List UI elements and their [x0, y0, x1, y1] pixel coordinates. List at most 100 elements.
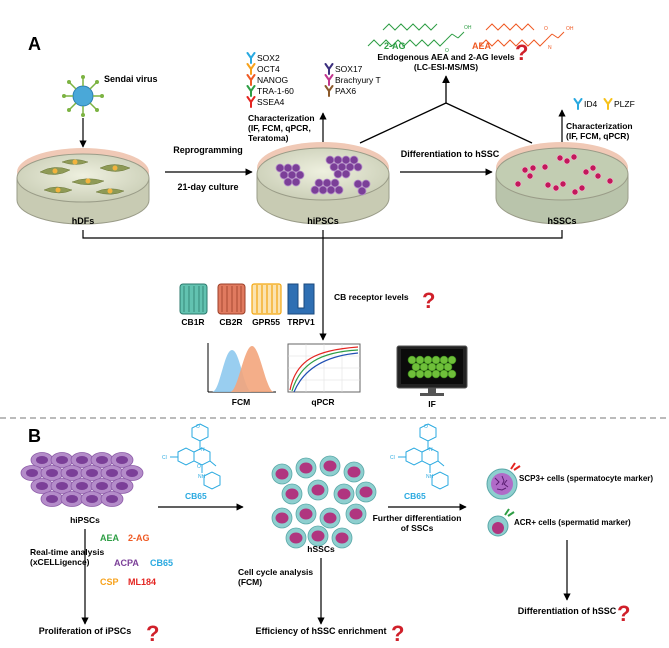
compound-ml184: ML184: [128, 577, 156, 587]
svg-text:N: N: [548, 45, 552, 51]
pluripotency-marker-label: SOX2: [257, 53, 280, 63]
svg-text:O: O: [196, 424, 200, 430]
2-ag-structure: O OH: [367, 23, 472, 54]
ssc-cell: [345, 503, 367, 525]
hipsc-colony: [20, 452, 144, 507]
pluripotency-marker-label: SSEA4: [257, 97, 285, 107]
cb2r-icon: [217, 283, 246, 315]
svg-text:O: O: [544, 26, 548, 32]
ssc-marker-label: ID4: [584, 99, 598, 109]
pluripotency-marker-label: TRA-1-60: [257, 86, 294, 96]
qpcr-label: qPCR: [311, 397, 334, 407]
question-mark-proliferation: ?: [146, 621, 159, 646]
ssc-cell: [281, 483, 303, 505]
pluripotency-antibody-icon: [246, 63, 256, 75]
cb1r-label: CB1R: [181, 317, 204, 327]
ssc-antibody-icon: [573, 98, 583, 110]
compound-acpa: ACPA: [114, 558, 139, 568]
ssc-characterization-line-1: Characterization: [566, 121, 633, 131]
differentiation-hssc-label: Differentiation of hSSC: [518, 606, 617, 616]
enrichment-label: Efficiency of hSSC enrichment: [255, 626, 386, 636]
cb65-label-1: CB65: [185, 491, 207, 501]
question-mark-endocannabinoid: ?: [515, 40, 528, 65]
pluripotency-marker-label: OCT4: [257, 64, 280, 74]
svg-text:O: O: [445, 48, 449, 54]
acr-cell-icon: [487, 508, 515, 537]
svg-text:O: O: [424, 424, 428, 430]
2-ag-label: 2-AG: [384, 41, 406, 51]
svg-text:NH: NH: [426, 474, 434, 480]
svg-text:NH: NH: [198, 474, 206, 480]
pluripotency-antibody-icon: [246, 85, 256, 97]
svg-text:OH: OH: [464, 25, 472, 31]
characterization-line-3: Teratoma): [248, 133, 289, 143]
aea-structure: O N OH: [479, 23, 574, 51]
realtime-line-1: Real-time analysis: [30, 547, 104, 557]
ssc-cell: [295, 503, 317, 525]
cb2r-label: CB2R: [219, 317, 242, 327]
hsscs-label: hSSCs: [547, 216, 576, 226]
lineage-marker-label: SOX17: [335, 64, 363, 74]
ssc-characterization-line-2: (IF, FCM, qPCR): [566, 131, 629, 141]
ipsc-cell: [120, 465, 144, 481]
ipsc-cell: [30, 452, 54, 468]
gpr55-icon: [251, 283, 282, 315]
ipsc-cell: [110, 452, 134, 468]
svg-text:Cl: Cl: [162, 455, 167, 461]
hdfs-label: hDFs: [72, 216, 95, 226]
hsscs-b-label: hSSCs: [307, 544, 335, 554]
further-diff-line-1: Further differentiation: [373, 513, 462, 523]
dish-hdfs: [16, 148, 150, 225]
hipscs-b-label: hiPSCs: [70, 515, 100, 525]
realtime-line-2: (xCELLigence): [30, 557, 90, 567]
cb-receptor-levels-label: CB receptor levels: [334, 292, 409, 302]
cell-cycle-line-2: (FCM): [238, 577, 262, 587]
scp3-label: SCP3+ cells (spermatocyte marker): [519, 474, 653, 483]
differentiation-label: Differentiation to hSSC: [401, 149, 500, 159]
lineage-antibody-icon: [324, 63, 334, 75]
svg-text:N: N: [201, 447, 205, 453]
pluripotency-antibody-icon: [246, 96, 256, 108]
svg-text:N: N: [429, 447, 433, 453]
dish-hsscs: [495, 142, 629, 225]
fcm-label: FCM: [232, 397, 250, 407]
if-monitor-icon: [396, 345, 468, 396]
if-label: IF: [428, 399, 436, 409]
pluripotency-antibody-icon: [246, 74, 256, 86]
svg-text:Cl: Cl: [390, 455, 395, 461]
ssc-antibody-icon: [603, 98, 613, 110]
compound-aea: AEA: [100, 533, 120, 543]
characterization-line-1: Characterization: [248, 113, 315, 123]
ipsc-cell: [40, 465, 64, 481]
question-mark-differentiation: ?: [617, 601, 630, 626]
ipsc-cell: [80, 491, 104, 507]
ssc-cell: [271, 507, 293, 529]
ipsc-cell: [90, 452, 114, 468]
endocannabinoid-line-2: (LC-ESI-MS/MS): [414, 62, 478, 72]
ssc-cell: [307, 525, 329, 547]
ipsc-cell: [60, 491, 84, 507]
endocannabinoid-line-1: Endogenous AEA and 2-AG levels: [377, 52, 515, 62]
ssc-cell: [271, 463, 293, 485]
ipsc-cell: [40, 491, 64, 507]
ssc-cell: [319, 507, 341, 529]
question-mark-cb-receptor: ?: [422, 288, 435, 313]
cell-cycle-line-1: Cell cycle analysis: [238, 567, 313, 577]
ipsc-cell: [100, 491, 124, 507]
sendai-virus-label: Sendai virus: [104, 74, 158, 84]
cb65-label-2: CB65: [404, 491, 426, 501]
ipsc-cell: [50, 478, 74, 494]
reprogramming-label: Reprogramming: [173, 145, 243, 155]
convergence-lines: [359, 102, 533, 144]
ipsc-cell: [20, 465, 44, 481]
compound-csp: CSP: [100, 577, 119, 587]
further-diff-line-2: of SSCs: [401, 523, 434, 533]
ssc-cell: [343, 461, 365, 483]
ssc-cell: [319, 455, 341, 477]
ipsc-cell: [110, 478, 134, 494]
hssc-cluster: [271, 455, 377, 549]
lineage-marker-label: Brachyury T: [335, 75, 381, 85]
trpv1-icon: [287, 283, 315, 315]
